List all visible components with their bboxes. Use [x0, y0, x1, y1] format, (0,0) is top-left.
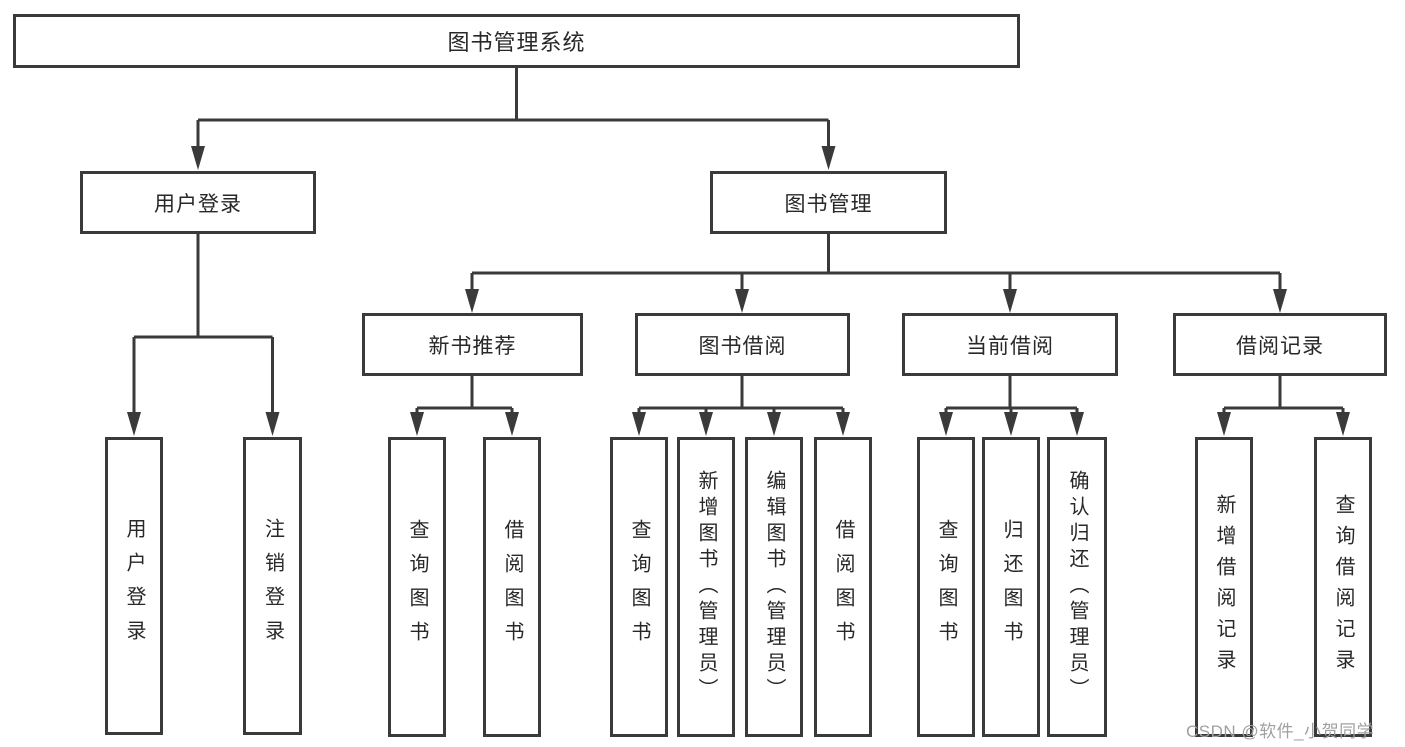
node-user-login: 用户登录: [80, 171, 316, 234]
leaf-recommend-borrow-book: 借阅图书: [483, 437, 541, 737]
node-label: 用户登录: [123, 518, 145, 654]
leaf-current-confirm-return-admin: 确认归还（管理员）: [1047, 437, 1107, 737]
arrowheads: [127, 146, 1350, 436]
node-label: 用户登录: [154, 192, 242, 216]
leaf-records-add-record: 新增借阅记录: [1195, 437, 1253, 737]
leaf-borrow-query-book: 查询图书: [610, 437, 668, 737]
leaf-recommend-query-book: 查询图书: [388, 437, 446, 737]
node-label: 新书推荐: [428, 334, 517, 358]
leaf-user-login: 用户登录: [105, 437, 163, 735]
leaf-current-query-book: 查询图书: [917, 437, 975, 737]
csdn-watermark: CSDN @软件_小贺同学: [1186, 722, 1375, 741]
node-book-borrowing: 图书借阅: [635, 313, 850, 376]
node-label: 图书管理系统: [447, 30, 586, 55]
leaf-borrow-add-book-admin: 新增图书（管理员）: [677, 437, 735, 737]
node-library-system: 图书管理系统: [13, 14, 1020, 68]
leaf-current-return-book: 归还图书: [982, 437, 1040, 737]
node-label: 注销登录: [261, 518, 284, 654]
node-label: 图书借阅: [698, 334, 787, 358]
node-label: 查询图书: [935, 519, 957, 655]
node-current-borrowing: 当前借阅: [902, 313, 1118, 376]
node-new-book-recommendation: 新书推荐: [362, 313, 583, 376]
node-label: 图书管理: [784, 192, 873, 216]
node-label: 编辑图书（管理员）: [763, 470, 785, 704]
node-label: 查询图书: [628, 519, 650, 655]
leaf-borrow-borrow-book: 借阅图书: [814, 437, 872, 737]
leaf-logout: 注销登录: [243, 437, 302, 735]
node-label: 借阅图书: [832, 519, 854, 655]
node-label: 当前借阅: [966, 334, 1054, 358]
node-label: 查询图书: [406, 519, 428, 655]
node-label: 确认归还（管理员）: [1066, 470, 1088, 704]
node-label: 新增借阅记录: [1213, 494, 1235, 680]
node-label: 查询借阅记录: [1332, 494, 1354, 680]
node-label: 借阅图书: [501, 519, 523, 655]
leaf-borrow-edit-book-admin: 编辑图书（管理员）: [745, 437, 803, 737]
node-label: 归还图书: [1000, 519, 1022, 655]
node-label: 新增图书（管理员）: [695, 470, 717, 704]
node-borrowing-records: 借阅记录: [1173, 313, 1387, 376]
node-label: 借阅记录: [1236, 334, 1324, 358]
node-book-management: 图书管理: [710, 171, 947, 234]
leaf-records-query-record: 查询借阅记录: [1314, 437, 1372, 737]
